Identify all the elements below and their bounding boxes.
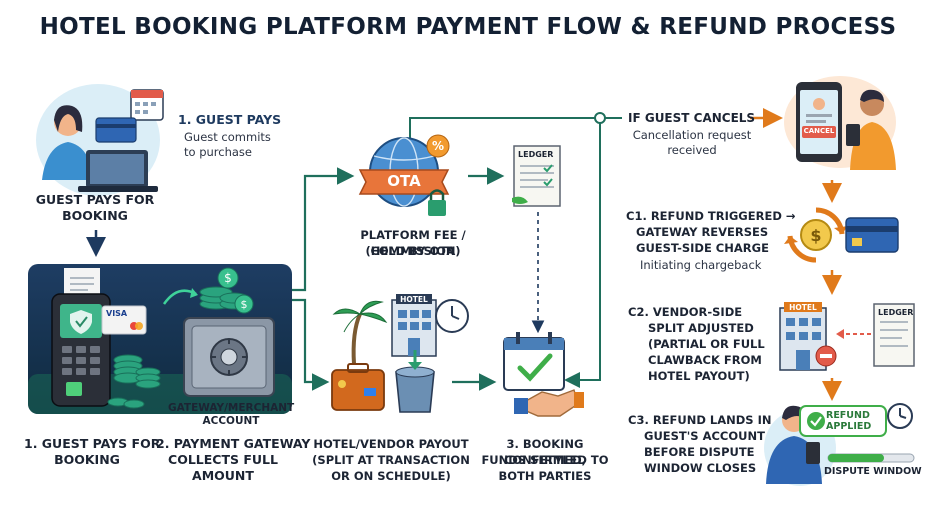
dispute-window-fill	[828, 454, 884, 462]
guest-laptop-illustration	[36, 84, 164, 196]
c3-line-3: BEFORE DISPUTE	[644, 445, 755, 459]
c2-line-2: SPLIT ADJUSTED	[648, 321, 754, 335]
c2-line-1: C2. VENDOR-SIDE	[628, 305, 743, 319]
guest-step-desc-1: Guest commits	[184, 130, 271, 144]
c2-hotel-sign: HOTEL	[789, 303, 817, 312]
booking-caption-3: BOTH PARTIES	[498, 469, 592, 483]
c1-desc: Initiating chargeback	[640, 258, 762, 272]
ota-ledger-label: LEDGER	[518, 150, 554, 159]
dispute-window-label: DISPUTE WINDOW	[824, 466, 922, 477]
step1-caption-1: 1. GUEST PAYS FOR	[24, 436, 161, 451]
booking-caption-1: 3. BOOKING CONFIRMED,	[503, 437, 587, 467]
guest-step-desc-2: to purchase	[184, 145, 252, 159]
refund-badge-line-2: APPLIED	[826, 421, 872, 432]
vendor-caption-2: (SPLIT AT TRANSACTION	[312, 453, 470, 467]
cancel-desc-2: received	[667, 143, 717, 157]
svg-text:$: $	[241, 298, 248, 311]
clawback-illustration	[779, 302, 915, 371]
refund-applied-illustration	[764, 403, 915, 486]
safe-caption-1: GATEWAY/MERCHANT	[168, 402, 295, 414]
c1-line-3: GUEST-SIDE CHARGE	[636, 241, 769, 255]
booking-caption-2: FUNDS SETTLED TO	[481, 453, 609, 467]
c2-line-4: CLAWBACK FROM	[648, 353, 762, 367]
c2-line-5: HOTEL PAYOUT)	[648, 369, 750, 383]
vendor-caption-3: OR ON SCHEDULE)	[331, 469, 451, 483]
c2-line-3: (PARTIAL OR FULL	[648, 337, 765, 351]
junction-node	[594, 112, 606, 124]
terminal-card-brand: VISA	[106, 309, 128, 318]
c1-line-2: GATEWAY REVERSES	[636, 225, 769, 239]
c3-line-1: C3. REFUND LANDS IN	[628, 413, 772, 427]
cancel-desc-1: Cancellation request	[632, 128, 752, 142]
svg-text:%: %	[432, 139, 444, 153]
guest-caption-2: BOOKING	[62, 208, 128, 223]
ota-badge: OTA	[387, 172, 421, 190]
guest-caption-1: GUEST PAYS FOR	[35, 192, 155, 207]
c1-line-1: C1. REFUND TRIGGERED →	[626, 209, 796, 223]
arrow-panel-to-vendor	[292, 298, 330, 391]
svg-text:$: $	[224, 271, 232, 285]
cancel-title: IF GUEST CANCELS	[628, 111, 756, 125]
step1-caption-2: BOOKING	[54, 452, 120, 467]
page-title: HOTEL BOOKING PLATFORM PAYMENT FLOW & RE…	[39, 14, 897, 40]
ota-globe-illustration: %	[358, 134, 450, 216]
vendor-caption-1: HOTEL/VENDOR PAYOUT	[313, 437, 469, 451]
step2-caption-1: 2. PAYMENT GATEWAY	[156, 436, 311, 451]
step2-caption-3: AMOUNT	[192, 468, 254, 483]
payment-terminal-panel: $ $	[28, 264, 292, 414]
vendor-hotel-sign: HOTEL	[400, 295, 428, 304]
booking-confirmed-illustration	[503, 332, 584, 417]
refund-badge-line-1: REFUND	[826, 410, 870, 421]
c2-ledger-label: LEDGER	[878, 308, 914, 317]
ota-ledger-illustration	[512, 145, 561, 207]
hotel-vendor-illustration	[331, 294, 469, 413]
c3-line-2: GUEST'S ACCOUNT	[644, 429, 765, 443]
svg-text:$: $	[810, 226, 821, 245]
chargeback-illustration: $	[784, 207, 899, 263]
cancel-button[interactable]: CANCEL	[803, 127, 835, 135]
guest-step-label: 1. GUEST PAYS	[178, 112, 282, 127]
ota-caption-1: PLATFORM FEE / COMMISSION	[360, 228, 466, 258]
step2-caption-2: COLLECTS FULL	[168, 452, 278, 467]
c3-line-4: WINDOW CLOSES	[644, 461, 757, 475]
arrow-panel-to-ota	[292, 167, 355, 292]
safe-caption-2: ACCOUNT	[202, 415, 260, 427]
cancel-phone-illustration	[784, 76, 896, 170]
ota-caption-2: (HELD BY OTA)	[365, 244, 461, 258]
